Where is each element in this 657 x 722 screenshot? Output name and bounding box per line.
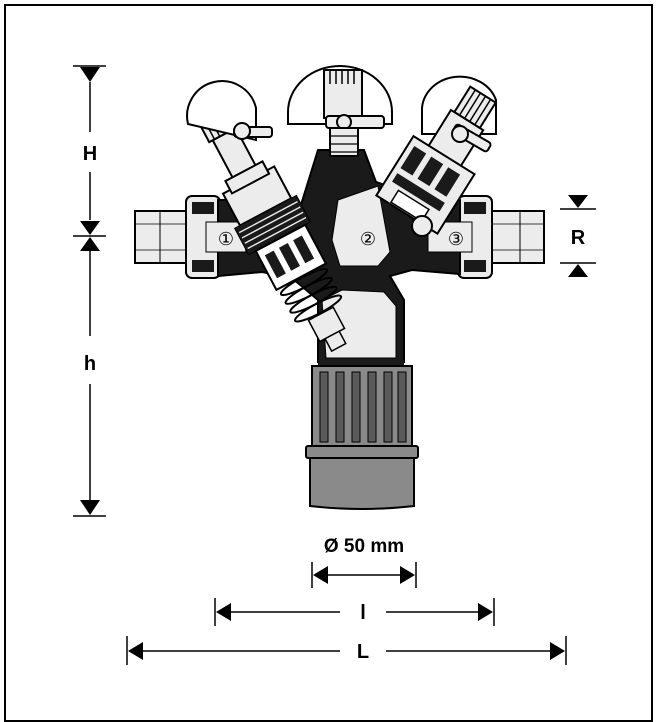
height-dimension	[73, 65, 106, 517]
diameter-dimension	[311, 562, 417, 588]
dimension-label-l: l	[360, 602, 366, 624]
test-valve-left	[186, 80, 273, 142]
chamber-number-1: ①	[218, 229, 234, 250]
dimension-label-R: R	[571, 227, 586, 249]
outlet-check-valve	[374, 85, 498, 235]
dimension-label-h: h	[84, 353, 96, 375]
connection-dimension	[560, 195, 596, 277]
filter-cap	[305, 360, 419, 510]
chamber-number-2: ②	[360, 229, 376, 250]
right-handle	[411, 123, 492, 237]
test-valve-center	[287, 65, 393, 157]
dimension-label-L: L	[357, 641, 369, 663]
inner-length-dimension	[214, 598, 495, 626]
dimension-label-H: H	[83, 143, 97, 165]
total-length-dimension	[126, 636, 567, 665]
diameter-label: Ø 50 mm	[324, 536, 404, 557]
chamber-number-3: ③	[448, 229, 464, 250]
